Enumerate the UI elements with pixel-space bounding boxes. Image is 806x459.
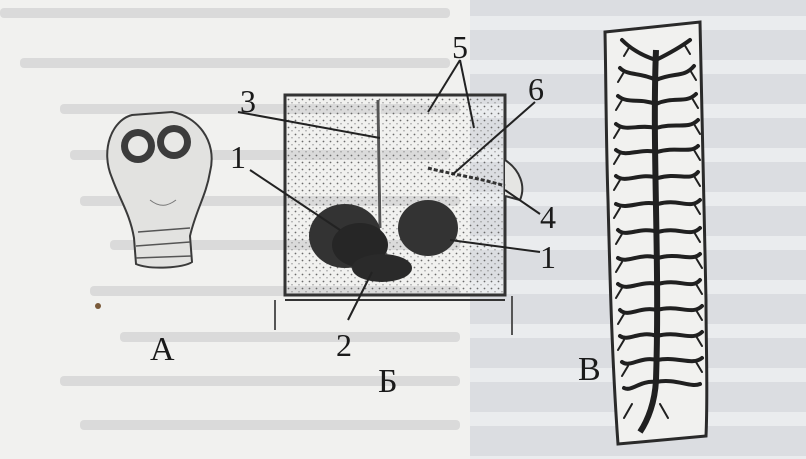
- vitelline-gland: [352, 254, 412, 282]
- callout-1-right: 1: [540, 239, 556, 275]
- callout-2: 2: [336, 327, 352, 363]
- callout-1-left: 1: [230, 139, 246, 175]
- panel-label-a: А: [150, 331, 175, 368]
- callout-6: 6: [528, 71, 544, 107]
- callout-3: 3: [240, 83, 256, 119]
- ovary-right: [398, 200, 458, 256]
- panel-b-proglottid: [275, 95, 522, 335]
- callout-4: 4: [540, 199, 556, 235]
- panel-label-v: В: [578, 351, 601, 388]
- callout-5: 5: [452, 29, 468, 65]
- panel-v-mature-proglottid: [605, 22, 707, 444]
- panel-label-b: Б: [378, 363, 398, 400]
